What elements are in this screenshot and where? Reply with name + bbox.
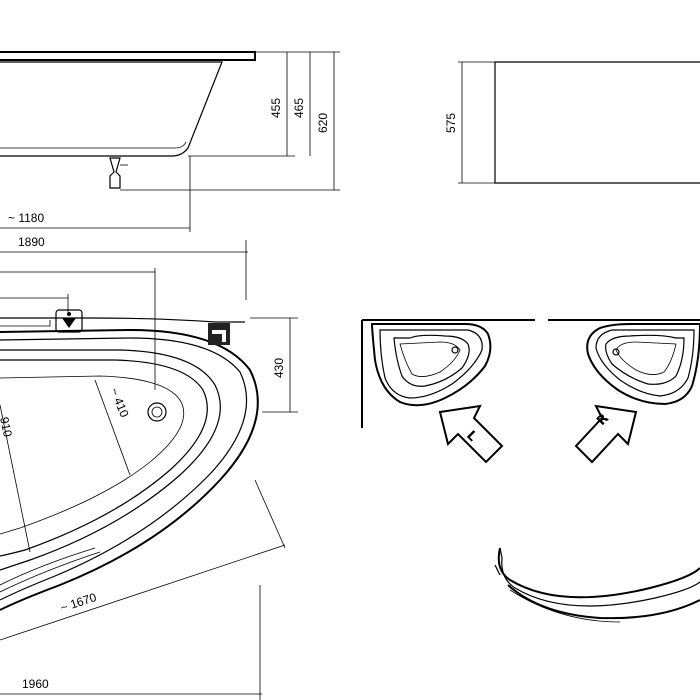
overflow-symbol-icon	[55, 309, 83, 333]
dim-1890-label: 1890	[18, 235, 45, 249]
plan-view: 430 ~ 410 910 ~ 1670 1960	[0, 268, 298, 700]
dim-1670-label: ~ 1670	[59, 590, 99, 615]
faucet-icon	[208, 323, 230, 345]
plan-inner-basin	[0, 349, 221, 571]
orientation-views: L R	[361, 319, 700, 464]
front-panel-view: 575	[444, 61, 700, 184]
curved-front-panel	[494, 547, 700, 623]
dim-430-label: 430	[272, 358, 286, 378]
dim-620-label: 620	[316, 113, 330, 133]
dim-465-label: 465	[292, 98, 306, 118]
left-orientation-arrow-icon: L	[438, 404, 504, 464]
dim-455-label: 455	[269, 98, 283, 118]
dim-410-label: ~ 410	[107, 386, 131, 420]
drain-icon	[147, 402, 167, 422]
dim-1180-label: ~ 1180	[8, 211, 44, 225]
left-orientation-tub	[370, 323, 492, 407]
right-orientation-arrow-icon: R	[574, 404, 638, 464]
right-orientation-tub	[586, 323, 700, 406]
dim-910-label: 910	[0, 416, 15, 439]
tub-body-outline	[0, 61, 223, 157]
right-orientation-label: R	[594, 411, 612, 429]
plan-top-edge	[0, 317, 245, 323]
dim-575-label: 575	[444, 113, 458, 133]
tub-rim	[0, 51, 256, 61]
tub-leg	[109, 157, 121, 189]
dim-1960-label: 1960	[22, 677, 49, 691]
panel-outline	[494, 61, 700, 184]
side-elevation-view: 455 465 620 ~ 1180 1890	[0, 51, 340, 300]
